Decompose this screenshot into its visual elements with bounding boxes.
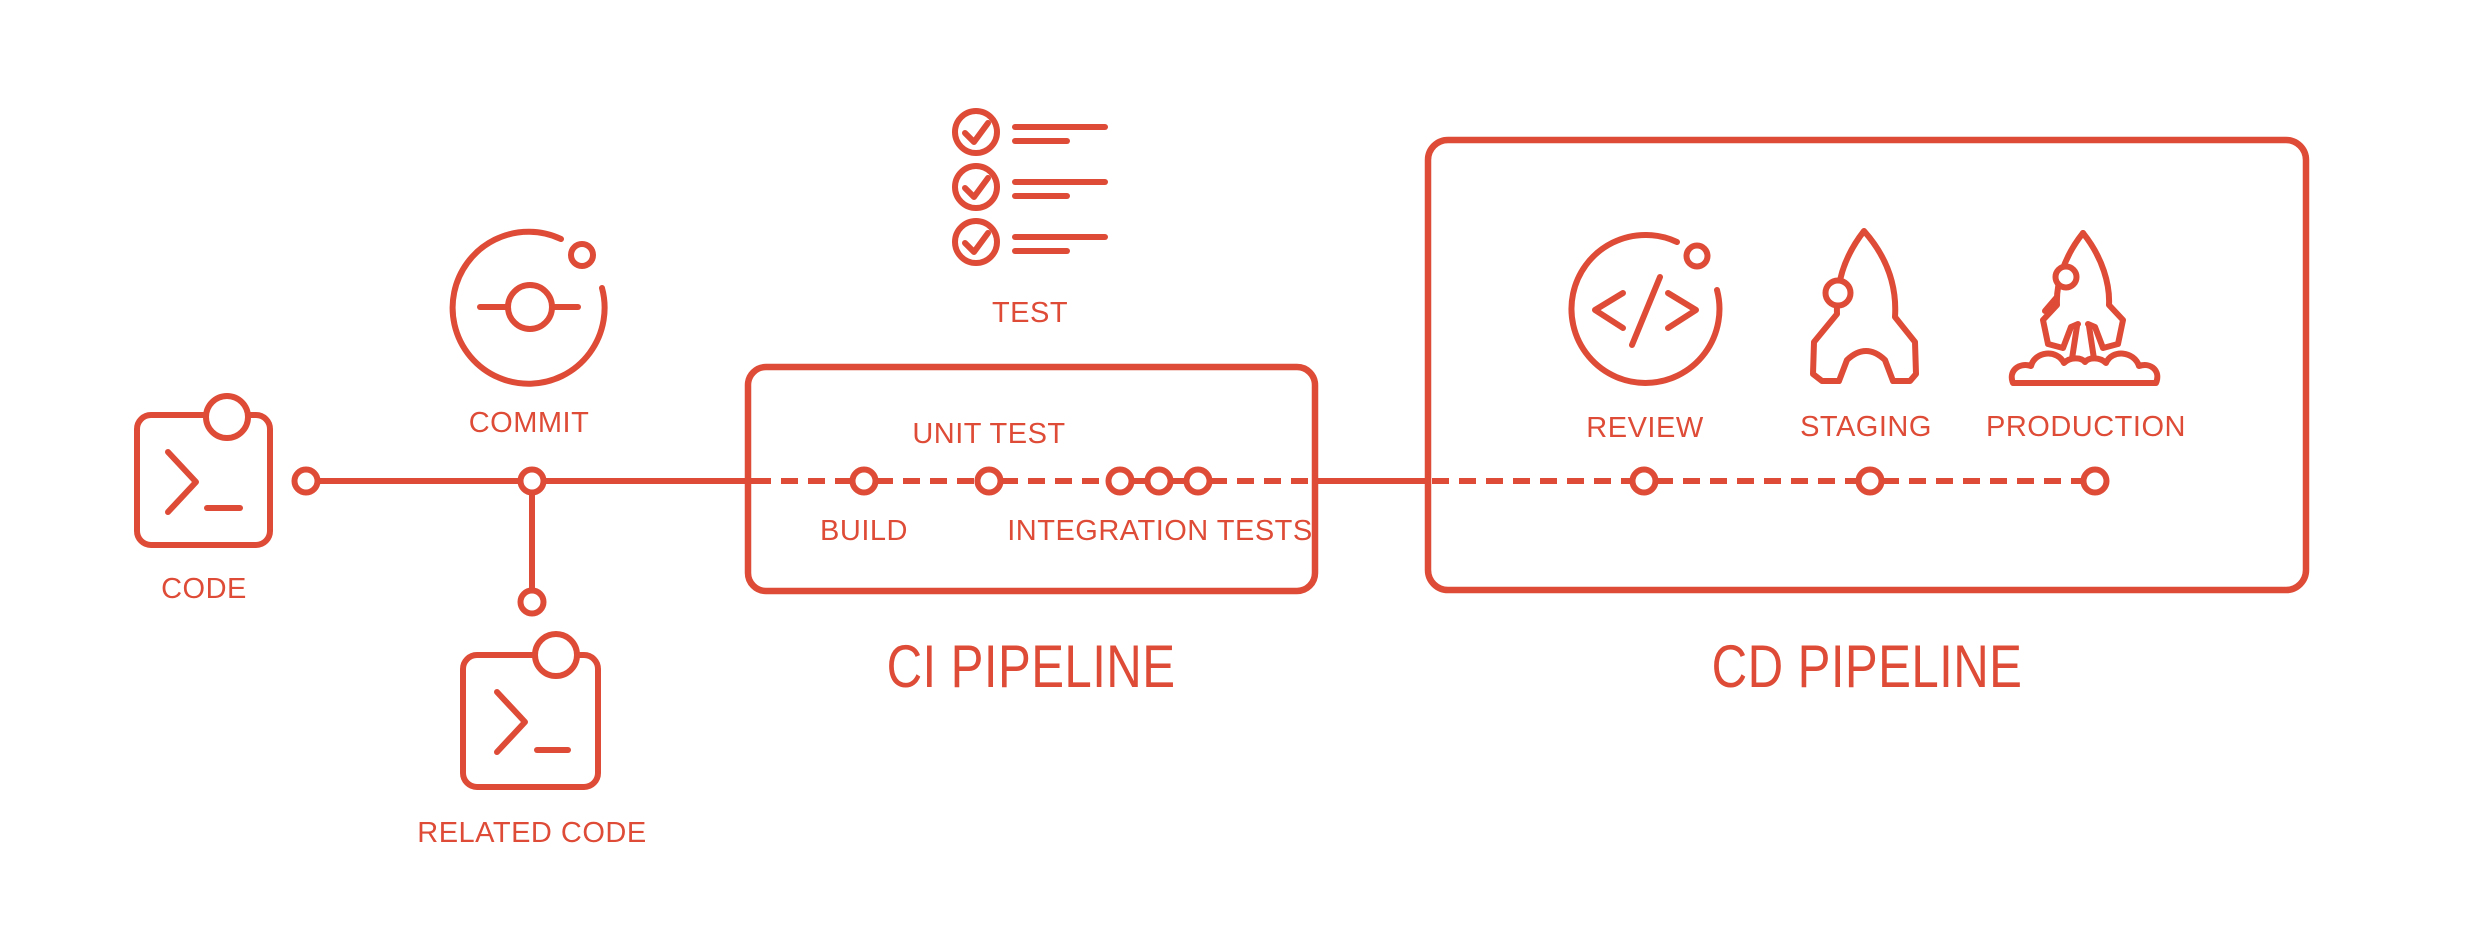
node-integration-2 [1144,466,1174,496]
related-code-prompt-chevron [494,689,528,755]
code-label: CODE [161,573,247,605]
staging-rocket-icon [1810,228,1919,384]
related-code-terminal-frame [460,652,601,790]
commit-icon [449,228,608,387]
commit-label: COMMIT [469,407,590,439]
node-build [849,466,879,496]
commit-center-circle [505,282,555,332]
code-prompt-chevron [165,449,199,515]
review-open-bracket [1592,290,1626,331]
production-rocket-icon [2008,230,2161,386]
production-body-accent [2042,294,2060,314]
review-close-bracket [1665,290,1699,331]
production-porthole-circle [2052,263,2080,291]
check-circle-3 [952,218,1000,266]
code-pin-circle [203,393,251,441]
check-mark-1 [962,120,991,145]
node-related-code-branch [517,587,547,617]
related-code-pin-circle [532,631,580,679]
node-staging [1855,466,1885,496]
related-code-label: RELATED CODE [417,817,646,849]
ci-pipeline-title: CI PIPELINE [887,632,1176,700]
staging-label: STAGING [1800,411,1932,443]
check-circle-2 [952,163,1000,211]
build-label: BUILD [820,515,908,547]
production-rocket-body-left [2040,230,2086,351]
production-label: PRODUCTION [1986,411,2186,443]
test-label: TEST [992,297,1068,329]
review-label: REVIEW [1586,412,1704,444]
node-integration-1 [1105,466,1135,496]
commit-orbit-arc [449,228,608,387]
check-mark-3 [962,230,991,255]
cd-pipeline-box [1424,136,2310,594]
review-orbit-arc [1568,232,1723,386]
node-unit-test [974,466,1004,496]
production-launch-cloud [2008,350,2161,386]
node-integration-3 [1183,466,1213,496]
review-icon [1568,232,1723,386]
node-code [291,466,321,496]
code-icon [134,393,273,548]
check-mark-2 [962,175,991,200]
node-review [1629,466,1659,496]
node-production [2080,466,2110,496]
cd-pipeline-title: CD PIPELINE [1712,632,2023,700]
review-slash [1629,274,1663,348]
integration-tests-label: INTEGRATION TESTS [1007,515,1313,547]
check-circle-1 [952,108,1000,156]
commit-satellite-circle [568,241,596,269]
test-checklist-icon [952,108,1108,266]
code-terminal-frame [134,412,273,548]
related-code-icon [460,631,601,790]
node-commit-junction [517,466,547,496]
staging-porthole-circle [1822,277,1854,309]
ci-pipeline-box [744,363,1319,595]
unit-test-label: UNIT TEST [912,418,1065,450]
staging-rocket-body [1810,228,1919,384]
review-satellite-circle [1683,242,1711,270]
production-rocket-body-right [2080,230,2126,351]
pipeline-nodes [291,466,2110,617]
